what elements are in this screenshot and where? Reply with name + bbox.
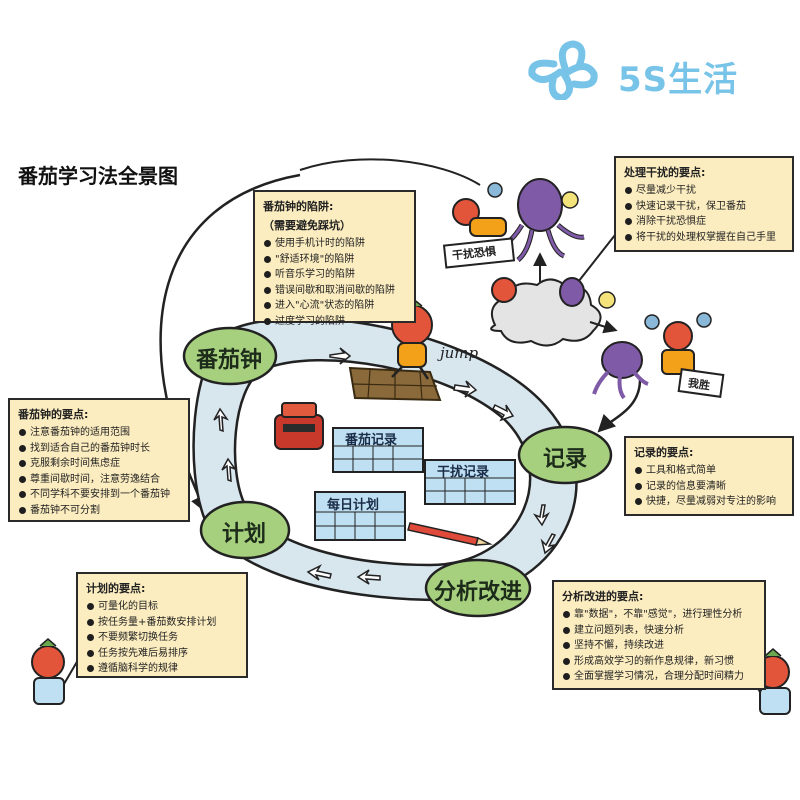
list-item: 坚持不懈，持续改进 (562, 638, 756, 654)
list-item: 靠"数据"，不靠"感觉"，进行理性分析 (562, 607, 756, 623)
list-item: 过度学习的陷阱 (263, 314, 406, 330)
logo-text: 5S生活 (618, 60, 739, 100)
note-interrupt-title: 处理干扰的要点: (624, 166, 706, 179)
table-label-daily-plan: 每日计划 (327, 498, 380, 513)
list-item: 注意番茄钟的适用范围 (18, 425, 180, 441)
note-tomato-list: 注意番茄钟的适用范围 找到适合自己的番茄钟时长 克服剩余时间焦虑症 尊重间歇时间… (18, 425, 180, 518)
list-item: "舒适环境"的陷阱 (263, 252, 406, 268)
tomato-character-winning (644, 312, 712, 375)
note-tomato-title: 番茄钟的要点: (18, 408, 89, 421)
stage-circle-tomato (182, 326, 278, 386)
list-item: 建立问题列表，快速分析 (562, 623, 756, 639)
record-sheet-daily (314, 491, 406, 541)
note-analyze-title: 分析改进的要点: (562, 590, 644, 603)
brand-logo: 5S生活 (520, 40, 760, 100)
jump-text: jump (440, 344, 479, 362)
list-item: 尽量减少干扰 (624, 183, 784, 199)
record-sheet-interrupt (424, 459, 516, 505)
list-item: 形成高效学习的新作息规律，新习惯 (562, 654, 756, 670)
note-interrupt-list: 尽量减少干扰 快速记录干扰，保卫番茄 消除干扰恐惧症 将干扰的处理权掌握在自己手… (624, 183, 784, 245)
stage-label-record: 记录 (543, 447, 588, 472)
list-item: 尊重间歇时间，注意劳逸结合 (18, 472, 180, 488)
list-item: 使用手机计时的陷阱 (263, 236, 406, 252)
table-label-interrupt-record: 干扰记录 (437, 465, 490, 480)
note-interrupt: 处理干扰的要点: 尽量减少干扰 快速记录干扰，保卫番茄 消除干扰恐惧症 将干扰的… (614, 156, 794, 252)
list-item: 不同学科不要安排到一个番茄钟 (18, 487, 180, 503)
list-item: 找到适合自己的番茄钟时长 (18, 441, 180, 457)
note-traps-title: 番茄钟的陷阱: (263, 200, 334, 213)
list-item: 将干扰的处理权掌握在自己手里 (624, 230, 784, 246)
record-sheet-tomato (332, 427, 424, 473)
sign-label-win: 我胜 (687, 376, 711, 393)
stage-circle-record (517, 425, 613, 485)
stage-label-analyze: 分析改进 (434, 580, 523, 605)
stage-label-tomato: 番茄钟 (196, 348, 263, 373)
octopus-bottom (592, 341, 649, 400)
list-item: 错误间歇和取消间歇的陷阱 (263, 283, 406, 299)
list-item: 工具和格式简单 (634, 463, 784, 479)
note-record-title: 记录的要点: (634, 446, 694, 459)
tomato-character-fighting-top (452, 198, 507, 237)
note-traps-subtitle: （需要避免踩坑） (263, 219, 351, 232)
sign-win (677, 368, 725, 398)
list-item: 听音乐学习的陷阱 (263, 267, 406, 283)
connector-traps (299, 158, 481, 186)
note-plan-list: 可量化的目标 按任务量+番茄数安排计划 不要频繁切换任务 任务按先难后易排序 遵… (86, 599, 238, 677)
connector-record-note (597, 379, 642, 433)
note-analyze-list: 靠"数据"，不靠"感觉"，进行理性分析 建立问题列表，快速分析 坚持不懈，持续改… (562, 607, 756, 685)
sign-interrupt-fear (442, 237, 516, 269)
note-analyze: 分析改进的要点: 靠"数据"，不靠"感觉"，进行理性分析 建立问题列表，快速分析… (552, 580, 766, 690)
list-item: 按任务量+番茄数安排计划 (86, 615, 238, 631)
note-traps-list: 使用手机计时的陷阱 "舒适环境"的陷阱 听音乐学习的陷阱 错误间歇和取消间歇的陷… (263, 236, 406, 329)
note-traps: 番茄钟的陷阱: （需要避免踩坑） 使用手机计时的陷阱 "舒适环境"的陷阱 听音乐… (253, 190, 416, 327)
list-item: 遵循脑科学的规律 (86, 661, 238, 677)
page-title: 番茄学习法全景图 (18, 164, 178, 188)
note-record: 记录的要点: 工具和格式简单 记录的信息要清晰 快捷，尽量减弱对专注的影响 (624, 436, 794, 516)
flower-logo-icon (528, 40, 598, 100)
note-plan: 计划的要点: 可量化的目标 按任务量+番茄数安排计划 不要频繁切换任务 任务按先… (76, 572, 248, 678)
list-item: 快速记录干扰，保卫番茄 (624, 199, 784, 215)
list-item: 可量化的目标 (86, 599, 238, 615)
list-item: 记录的信息要清晰 (634, 479, 784, 495)
note-record-list: 工具和格式简单 记录的信息要清晰 快捷，尽量减弱对专注的影响 (634, 463, 784, 510)
list-item: 任务按先难后易排序 (86, 646, 238, 662)
list-item: 进入"心流"状态的陷阱 (263, 298, 406, 314)
list-item: 不要频繁切换任务 (86, 630, 238, 646)
stage-circle-analyze (424, 558, 532, 618)
list-item: 番茄钟不可分割 (18, 503, 180, 519)
list-item: 全面掌握学习情况，合理分配时间精力 (562, 669, 756, 685)
note-plan-title: 计划的要点: (86, 582, 146, 595)
list-item: 快捷，尽量减弱对专注的影响 (634, 494, 784, 510)
stage-label-plan: 计划 (222, 522, 267, 547)
fight-cloud (490, 277, 616, 347)
pencil-icon (407, 522, 493, 546)
stage-circle-plan (199, 500, 291, 560)
tomato-timer (274, 402, 324, 450)
tomato-presenter-left (31, 638, 79, 705)
table-label-tomato-record: 番茄记录 (345, 433, 398, 448)
list-item: 克服剩余时间焦虑症 (18, 456, 180, 472)
note-tomato: 番茄钟的要点: 注意番茄钟的适用范围 找到适合自己的番茄钟时长 克服剩余时间焦虑… (8, 398, 190, 522)
list-item: 消除干扰恐惧症 (624, 214, 784, 230)
